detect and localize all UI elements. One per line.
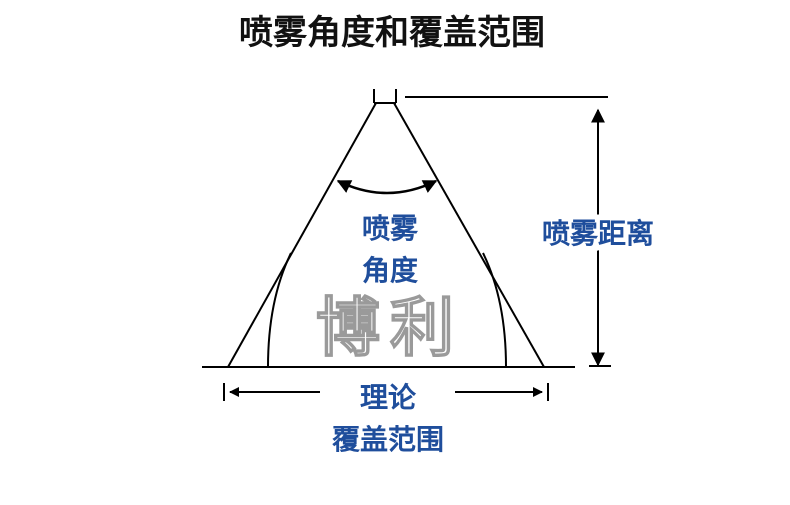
spray-distance-label: 喷雾距离 (542, 217, 654, 250)
watermark: 博利 (316, 291, 464, 366)
coverage-dimension (223, 383, 549, 401)
spray-curve-left (267, 252, 292, 368)
cone-left-edge (227, 102, 377, 368)
nozzle (373, 89, 397, 104)
coverage-label-line2: 覆盖范围 (331, 423, 444, 456)
spray-angle-label-line1: 喷雾 (362, 212, 419, 245)
spray-angle-label-line2: 角度 (362, 254, 418, 287)
spray-distance-dimension (405, 96, 611, 367)
page-title: 喷雾角度和覆盖范围 (239, 13, 545, 53)
coverage-label-line1: 理论 (360, 381, 417, 414)
cone-right-edge (393, 102, 545, 368)
spray-curve-right (482, 252, 507, 368)
spray-angle-arrow (336, 179, 438, 195)
